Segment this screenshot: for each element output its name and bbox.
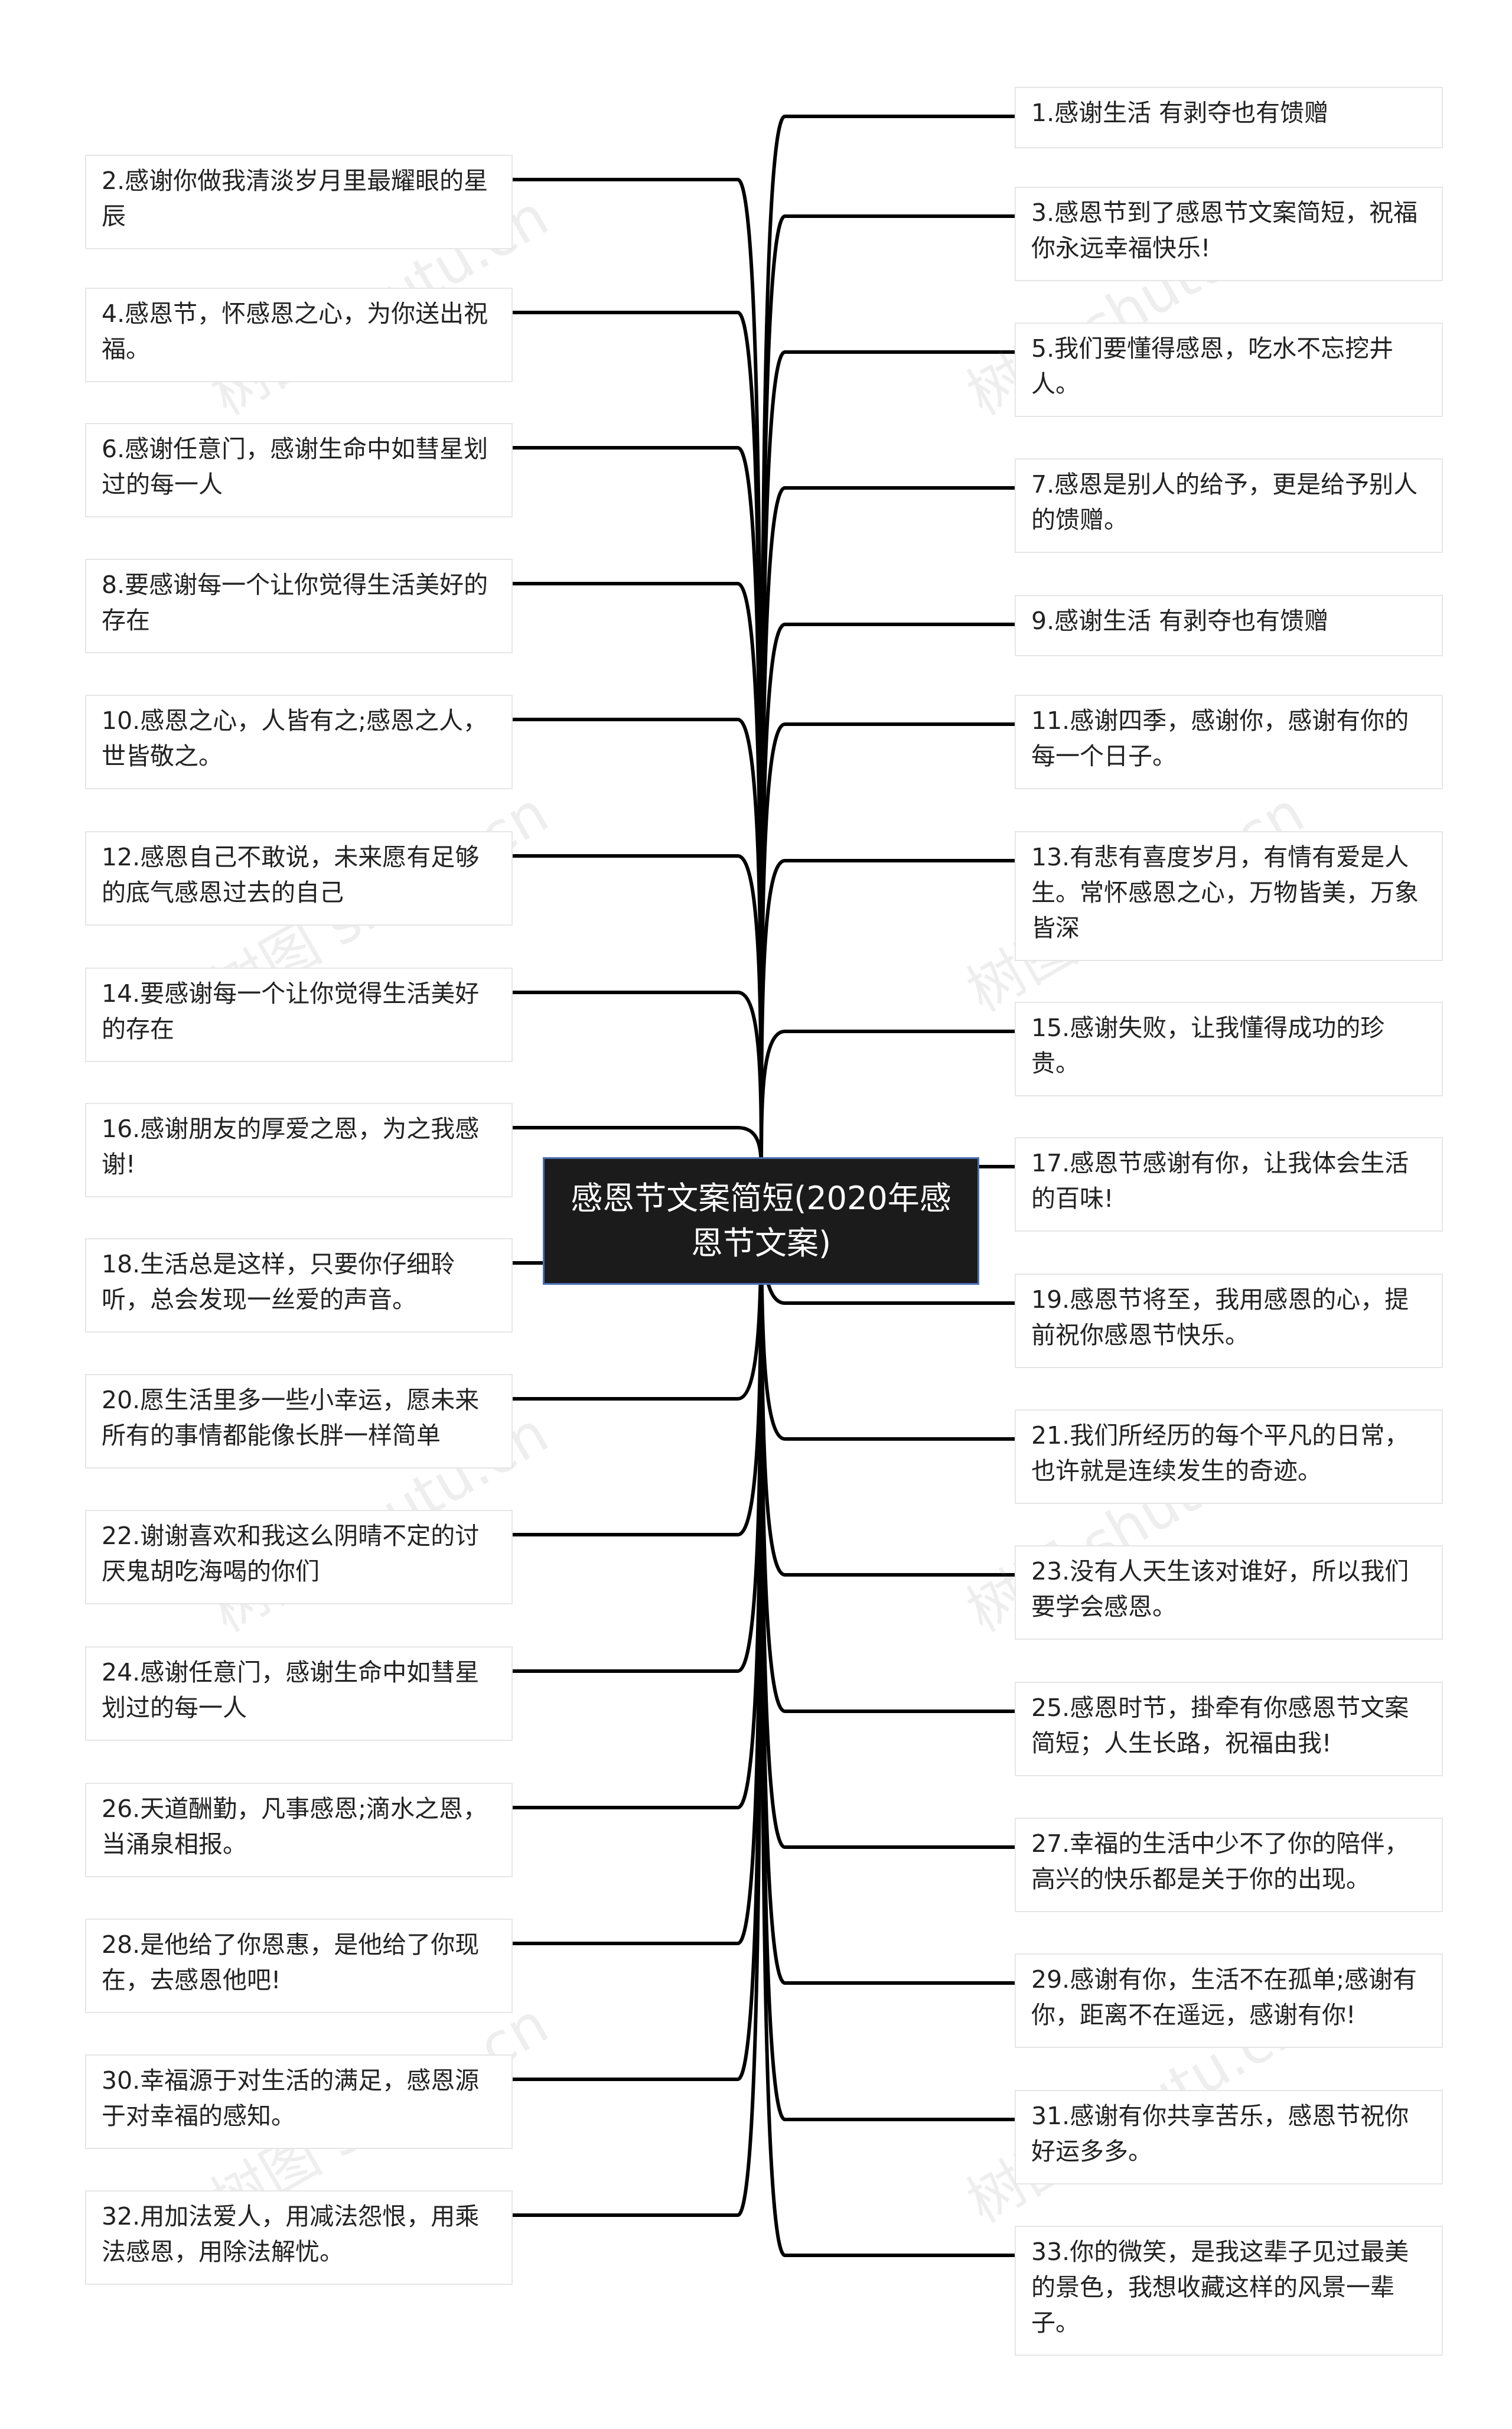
branch-node-text: 29.感谢有你，生活不在孤单;感谢有你，距离不在遥远，感谢有你! xyxy=(1031,1965,1418,2029)
right-branch-node[interactable]: 33.你的微笑，是我这辈子见过最美的景色，我想收藏这样的风景一辈子。 xyxy=(1015,2226,1443,2356)
branch-node-text: 26.天道酬勤，凡事感恩;滴水之恩，当涌泉相报。 xyxy=(102,1795,488,1858)
branch-node-text: 17.感恩节感谢有你，让我体会生活的百味! xyxy=(1031,1149,1409,1213)
branch-connector xyxy=(760,1175,1015,2121)
root-topic-node[interactable]: 感恩节文案简短(2020年感恩节文案) xyxy=(543,1157,979,1285)
right-branch-node[interactable]: 27.幸福的生活中少不了你的陪伴，高兴的快乐都是关于你的出现。 xyxy=(1015,1818,1443,1912)
left-branch-node[interactable]: 26.天道酬勤，凡事感恩;滴水之恩，当涌泉相报。 xyxy=(85,1783,513,1877)
branch-node-text: 10.感恩之心，人皆有之;感恩之人，世皆敬之。 xyxy=(102,706,488,770)
left-branch-node[interactable]: 28.是他给了你恩惠，是他给了你现在，去感恩他吧! xyxy=(85,1919,513,2013)
branch-connector xyxy=(760,115,1015,1176)
branch-connector xyxy=(760,1030,1015,1176)
right-branch-node[interactable]: 13.有悲有喜度岁月，有情有爱是人生。常怀感恩之心，万物皆美，万象皆深 xyxy=(1015,831,1443,961)
right-branch-node[interactable]: 19.感恩节将至，我用感恩的心，提前祝你感恩节快乐。 xyxy=(1015,1274,1443,1368)
branch-connector xyxy=(513,311,763,1176)
branch-node-text: 21.我们所经历的每个平凡的日常，也许就是连续发生的奇迹。 xyxy=(1031,1421,1409,1485)
right-branch-node[interactable]: 7.感恩是别人的给予，更是给予别人的馈赠。 xyxy=(1015,458,1443,553)
branch-connector xyxy=(760,623,1015,1176)
branch-node-text: 20.愿生活里多一些小幸运，愿未来所有的事情都能像长胖一样简单 xyxy=(102,1386,480,1450)
branch-node-text: 8.要感谢每一个让你觉得生活美好的存在 xyxy=(102,571,488,634)
branch-connector xyxy=(760,350,1015,1176)
left-branch-node[interactable]: 20.愿生活里多一些小幸运，愿未来所有的事情都能像长胖一样简单 xyxy=(85,1374,513,1469)
left-branch-node[interactable]: 2.感谢你做我清淡岁月里最耀眼的星辰 xyxy=(85,155,513,249)
branch-node-text: 22.谢谢喜欢和我这么阴晴不定的讨厌鬼胡吃海喝的你们 xyxy=(102,1522,480,1585)
right-branch-node[interactable]: 25.感恩时节，掛牵有你感恩节文案简短；人生长路，祝福由我! xyxy=(1015,1682,1443,1776)
branch-node-text: 31.感谢有你共享苦乐，感恩节祝你好运多多。 xyxy=(1031,2102,1409,2166)
left-branch-node[interactable]: 10.感恩之心，人皆有之;感恩之人，世皆敬之。 xyxy=(85,695,513,789)
branch-node-text: 5.我们要懂得感恩，吃水不忘挖井人。 xyxy=(1031,334,1394,398)
branch-connector xyxy=(760,1175,1015,2257)
branch-node-text: 32.用加法爱人，用减法怨恨，用乘法感恩，用除法解忧。 xyxy=(102,2202,480,2266)
branch-node-text: 14.要感谢每一个让你觉得生活美好的存在 xyxy=(102,979,480,1043)
branch-connector xyxy=(513,718,763,1176)
branch-node-text: 12.感恩自己不敢说，未来愿有足够的底气感恩过去的自己 xyxy=(102,843,480,907)
branch-node-text: 6.感谢任意门，感谢生命中如彗星划过的每一人 xyxy=(102,435,488,499)
branch-node-text: 15.感谢失败，让我懂得成功的珍贵。 xyxy=(1031,1014,1385,1077)
branch-connector xyxy=(513,991,763,1176)
right-branch-node[interactable]: 3.感恩节到了感恩节文案简短，祝福你永远幸福快乐! xyxy=(1015,187,1443,281)
branch-node-text: 33.你的微笑，是我这辈子见过最美的景色，我想收藏这样的风景一辈子。 xyxy=(1031,2238,1409,2337)
right-branch-node[interactable]: 15.感谢失败，让我懂得成功的珍贵。 xyxy=(1015,1002,1443,1096)
branch-connector xyxy=(513,178,763,1176)
root-topic-label: 感恩节文案简短(2020年感恩节文案) xyxy=(571,1180,951,1262)
branch-connector xyxy=(760,859,1015,1176)
branch-node-text: 2.感谢你做我清淡岁月里最耀眼的星辰 xyxy=(102,167,488,230)
left-branch-node[interactable]: 30.幸福源于对生活的满足，感恩源于对幸福的感知。 xyxy=(85,2054,513,2149)
branch-connector xyxy=(760,1175,1015,1985)
right-branch-node[interactable]: 9.感谢生活 有剥夺也有馈赠 xyxy=(1015,595,1443,656)
right-branch-node[interactable]: 23.没有人天生该对谁好，所以我们要学会感恩。 xyxy=(1015,1545,1443,1640)
left-branch-node[interactable]: 22.谢谢喜欢和我这么阴晴不定的讨厌鬼胡吃海喝的你们 xyxy=(85,1510,513,1604)
branch-node-text: 7.感恩是别人的给予，更是给予别人的馈赠。 xyxy=(1031,470,1418,534)
left-branch-node[interactable]: 16.感谢朋友的厚爱之恩，为之我感谢! xyxy=(85,1103,513,1197)
branch-connector xyxy=(760,722,1015,1176)
branch-node-text: 30.幸福源于对生活的满足，感恩源于对幸福的感知。 xyxy=(102,2066,480,2130)
branch-connector xyxy=(513,1175,763,1945)
branch-node-text: 11.感谢四季，感谢你，感谢有你的每一个日子。 xyxy=(1031,706,1409,770)
left-branch-node[interactable]: 8.要感谢每一个让你觉得生活美好的存在 xyxy=(85,559,513,653)
right-branch-node[interactable]: 31.感谢有你共享苦乐，感恩节祝你好运多多。 xyxy=(1015,2090,1443,2184)
right-branch-node[interactable]: 5.我们要懂得感恩，吃水不忘挖井人。 xyxy=(1015,323,1443,417)
branch-node-text: 1.感谢生活 有剥夺也有馈赠 xyxy=(1031,99,1329,127)
branch-node-text: 9.感谢生活 有剥夺也有馈赠 xyxy=(1031,607,1329,635)
branch-node-text: 19.感恩节将至，我用感恩的心，提前祝你感恩节快乐。 xyxy=(1031,1285,1409,1349)
branch-node-text: 13.有悲有喜度岁月，有情有爱是人生。常怀感恩之心，万物皆美，万象皆深 xyxy=(1031,843,1419,942)
left-branch-node[interactable]: 6.感谢任意门，感谢生命中如彗星划过的每一人 xyxy=(85,423,513,517)
branch-connector xyxy=(513,446,763,1176)
left-branch-node[interactable]: 4.感恩节，怀感恩之心，为你送出祝福。 xyxy=(85,288,513,382)
branch-node-text: 28.是他给了你恩惠，是他给了你现在，去感恩他吧! xyxy=(102,1930,480,1994)
branch-node-text: 23.没有人天生该对谁好，所以我们要学会感恩。 xyxy=(1031,1557,1409,1621)
left-branch-node[interactable]: 14.要感谢每一个让你觉得生活美好的存在 xyxy=(85,968,513,1062)
branch-node-text: 4.感恩节，怀感恩之心，为你送出祝福。 xyxy=(102,299,488,363)
branch-connector xyxy=(513,582,763,1176)
branch-node-text: 25.感恩时节，掛牵有你感恩节文案简短；人生长路，祝福由我! xyxy=(1031,1694,1409,1757)
right-branch-node[interactable]: 29.感谢有你，生活不在孤单;感谢有你，距离不在遥远，感谢有你! xyxy=(1015,1953,1443,2048)
left-branch-node[interactable]: 32.用加法爱人，用减法怨恨，用乘法感恩，用除法解忧。 xyxy=(85,2190,513,2285)
branch-node-text: 18.生活总是这样，只要你仔细聆听，总会发现一丝爱的声音。 xyxy=(102,1250,455,1314)
right-branch-node[interactable]: 1.感谢生活 有剥夺也有馈赠 xyxy=(1015,87,1443,148)
left-branch-node[interactable]: 24.感谢任意门，感谢生命中如彗星划过的每一人 xyxy=(85,1646,513,1741)
branch-node-text: 3.感恩节到了感恩节文案简短，祝福你永远幸福快乐! xyxy=(1031,198,1418,262)
branch-connector xyxy=(760,486,1015,1176)
branch-node-text: 16.感谢朋友的厚爱之恩，为之我感谢! xyxy=(102,1115,480,1178)
right-branch-node[interactable]: 21.我们所经历的每个平凡的日常，也许就是连续发生的奇迹。 xyxy=(1015,1409,1443,1504)
branch-connector xyxy=(513,1175,763,2217)
right-branch-node[interactable]: 17.感恩节感谢有你，让我体会生活的百味! xyxy=(1015,1137,1443,1232)
right-branch-node[interactable]: 11.感谢四季，感谢你，感谢有你的每一个日子。 xyxy=(1015,695,1443,789)
branch-node-text: 27.幸福的生活中少不了你的陪伴，高兴的快乐都是关于你的出现。 xyxy=(1031,1829,1409,1893)
left-branch-node[interactable]: 12.感恩自己不敢说，未来愿有足够的底气感恩过去的自己 xyxy=(85,831,513,926)
left-branch-node[interactable]: 18.生活总是这样，只要你仔细聆听，总会发现一丝爱的声音。 xyxy=(85,1238,513,1333)
branch-node-text: 24.感谢任意门，感谢生命中如彗星划过的每一人 xyxy=(102,1658,480,1722)
